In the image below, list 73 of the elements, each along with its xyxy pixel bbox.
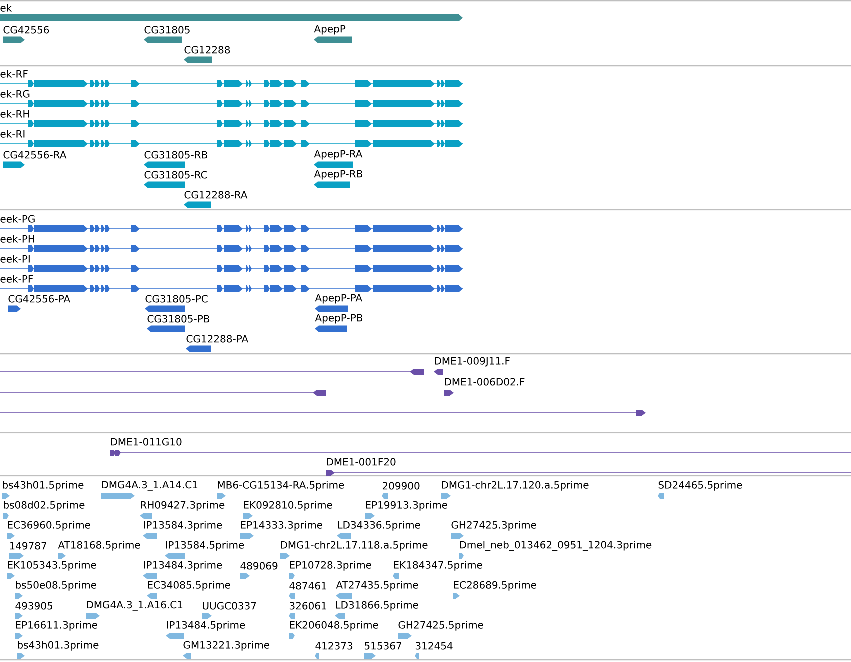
feature-label: eek-PG [0,215,35,223]
feature-label: CG12288 [184,46,230,54]
feature-label: EC36960.5prime [8,521,90,531]
feature-label: LD31866.5prime [336,601,418,611]
feature-label: DMG1-chr2L.17.118.a.5prime [281,541,428,551]
feature-label: EP14333.3prime [241,521,322,531]
feature-label: IP13584.3prime [144,521,222,531]
feature-label: bs43h01.5prime [3,481,84,491]
feature-label: EK184347.5prime [394,561,482,571]
feature-label: CG12288-PA [186,335,248,343]
feature-label: EC34085.5prime [148,581,230,591]
feature-label: ApepP [314,25,346,35]
feature-label: LD34336.5prime [338,521,420,531]
feature-label: ek-RF [0,70,28,78]
feature-label: EP19913.3prime [366,501,448,511]
feature-label: RH09427.3prime [141,501,225,511]
feature-label: 312454 [416,642,453,650]
feature-label: UUGC0337 [203,602,256,610]
feature-label: ApepP-PB [315,314,363,324]
feature-label: AT27435.5prime [336,581,418,591]
feature-label: CG31805 [144,26,190,34]
feature-label: 149787 [10,542,46,550]
feature-label: EK105343.5prime [8,561,96,571]
feature-label: ek-RI [0,130,25,138]
feature-label: CG42556-PA [8,295,70,303]
feature-label: ApepP-PA [315,294,362,304]
feature-label: bs43h01.3prime [18,641,99,651]
feature-label: DMG4A.3_1.A16.C1 [87,601,183,611]
feature-label: 326061 [290,602,326,610]
feature-label: ek [0,4,12,12]
feature-label: bs50e08.5prime [16,581,96,591]
feature-label: ApepP-RB [314,170,362,180]
feature-label: IP13484.3prime [144,561,222,571]
feature-label: SD24465.5prime [658,481,742,491]
feature-label: eek-PF [0,275,34,283]
feature-label: EK206048.5prime [290,621,378,631]
feature-label: DME1-006D02.F [445,378,525,386]
feature-label: CG31805-RC [144,171,208,179]
feature-label: 487461 [290,582,326,590]
feature-label: AT18168.5prime [58,541,140,551]
feature-label: 489069 [240,562,278,570]
feature-label: 515367 [364,642,402,650]
feature-label: DME1-001F20 [327,458,396,466]
feature-label: CG31805-PC [146,295,208,303]
feature-label: DME1-009J11.F [435,357,510,367]
feature-label: ek-RG [0,90,30,98]
feature-label: DMG1-chr2L.17.120.a.5prime [442,481,589,491]
feature-label: 412373 [316,642,353,650]
feature-label: EP16611.3prime [16,621,98,631]
feature-label: CG31805-RB [144,151,208,159]
feature-label: DME1-011G10 [111,438,182,446]
feature-label: 493905 [16,602,52,610]
feature-label: eek-PH [0,235,34,243]
feature-label: 209900 [382,482,420,490]
feature-label: CG42556-RA [4,151,67,159]
feature-label: DMG4A.3_1.A14.C1 [102,481,198,491]
feature-label: GH27425.5prime [398,621,484,631]
feature-label: IP13484.5prime [167,621,246,631]
feature-label: EP10728.3prime [290,561,372,571]
feature-label: IP13584.5prime [166,541,244,551]
feature-label: eek-PI [0,255,30,263]
feature-label: CG31805-PB [148,315,210,323]
feature-label: MB6-CG15134-RA.5prime [218,481,344,491]
feature-label: EC28689.5prime [454,581,536,591]
feature-label: CG12288-RA [184,191,248,199]
feature-label: GH27425.3prime [452,521,536,531]
feature-label: GM13221.3prime [184,641,270,651]
feature-label: CG42556 [4,26,50,34]
feature-label: Dmel_neb_013462_0951_1204.3prime [460,541,652,551]
feature-label: bs08d02.5prime [4,501,85,511]
feature-label: ApepP-RA [314,150,363,160]
feature-label: ek-RH [0,110,30,118]
feature-label: EK092810.5prime [244,501,332,511]
